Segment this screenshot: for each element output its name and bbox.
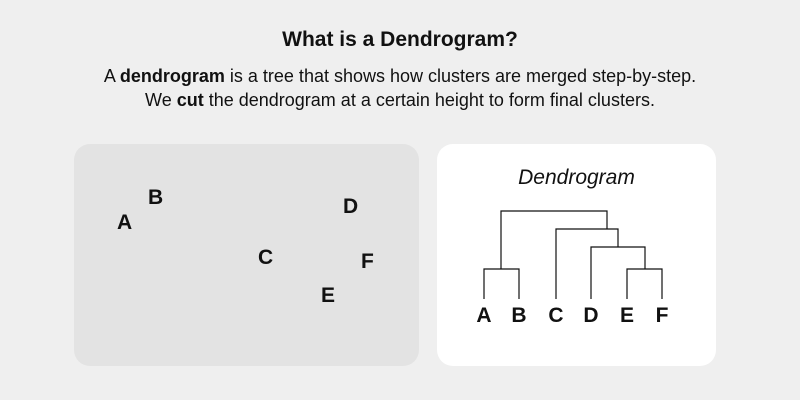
intro-line-1-after: is a tree that shows how clusters are me…	[224, 66, 697, 86]
intro-line-2: We cut the dendrogram at a certain heigh…	[0, 88, 800, 112]
scatter-point-f: F	[361, 250, 374, 273]
intro-line-1: A dendrogram is a tree that shows how cl…	[0, 64, 800, 88]
dendrogram-branch-ef	[626, 268, 663, 299]
intro-line-1-before: A	[103, 66, 120, 86]
dendrogram-branch-c-def	[555, 228, 619, 299]
dendrogram-leaf-f: F	[655, 304, 669, 327]
intro-line-2-before: We	[145, 90, 177, 110]
dendrogram-leaf-b: B	[511, 304, 527, 327]
scatter-point-a: A	[117, 211, 133, 234]
dendrogram-tree	[483, 210, 663, 299]
scatter-point-e: E	[321, 284, 336, 307]
scatter-point-d: D	[343, 195, 359, 218]
scatter-panel: A B C D E F	[74, 144, 419, 366]
intro-keyword-cut: cut	[176, 90, 204, 110]
dendrogram-leaf-e: E	[619, 304, 634, 327]
dendrogram-panel: Dendrogram A B C D E F	[437, 144, 716, 366]
page-title: What is a Dendrogram?	[282, 28, 518, 51]
dendrogram-branch-root	[500, 210, 608, 269]
dendrogram-branch-d-ef	[590, 246, 646, 299]
dendrogram-leaf-a: A	[476, 304, 492, 327]
dendrogram-leaf-c: C	[548, 304, 564, 327]
scatter-point-b: B	[148, 186, 164, 209]
dendrogram-branch-ab	[483, 268, 520, 299]
dendrogram-leaf-d: D	[583, 304, 599, 327]
intro-line-2-after: the dendrogram at a certain height to fo…	[203, 90, 655, 110]
intro-text: A dendrogram is a tree that shows how cl…	[0, 64, 800, 112]
scatter-point-c: C	[258, 246, 274, 269]
intro-keyword-dendrogram: dendrogram	[119, 66, 225, 86]
dendrogram-title: Dendrogram	[518, 166, 635, 189]
